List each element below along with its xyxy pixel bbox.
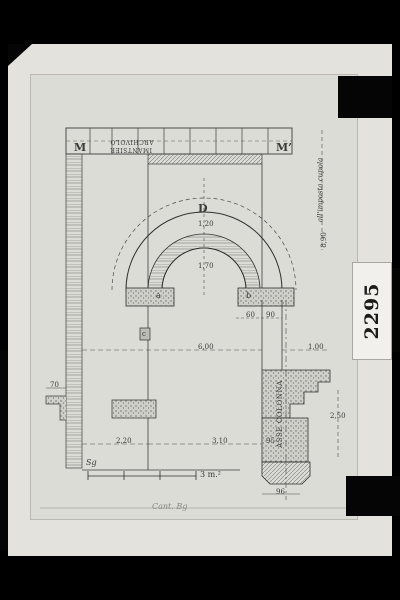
dim-bottom-left: 2,20 bbox=[116, 437, 132, 445]
catalog-number-tag: 2295 bbox=[352, 262, 392, 360]
film-tab-top-right bbox=[338, 76, 392, 118]
pier-label-right: b bbox=[246, 291, 252, 300]
dim-pier-left: 60 bbox=[246, 311, 255, 319]
beam-text-line2: IMANTSIER bbox=[110, 146, 152, 153]
dim-right-offset: 1,00 bbox=[308, 343, 324, 351]
arch-extrados bbox=[125, 211, 283, 291]
left-wall-step bbox=[45, 395, 66, 421]
note-total-height: all'imposta cupola bbox=[316, 157, 325, 223]
arch-extrados-dashed bbox=[111, 197, 297, 291]
left-wall bbox=[65, 153, 83, 469]
dimension-lines bbox=[46, 130, 339, 495]
dim-arch-rise: 1,70 bbox=[198, 262, 214, 270]
dim-left-offset: 70 bbox=[50, 381, 59, 389]
signature: Cant. Bg bbox=[152, 502, 188, 511]
left-mid-block bbox=[111, 399, 157, 419]
small-block bbox=[139, 327, 151, 341]
dim-height-right: 2,50 bbox=[330, 412, 346, 420]
pier-label-left: a bbox=[156, 291, 161, 300]
scale-bar bbox=[87, 471, 197, 480]
scale-label: 3 m.² bbox=[200, 470, 221, 479]
masonry-label-right: M’ bbox=[276, 141, 293, 154]
pier-left bbox=[125, 287, 175, 307]
cornice-band bbox=[147, 153, 263, 165]
film-tab-bottom-right bbox=[346, 476, 400, 516]
column-axis-label: ASSE COLONNA bbox=[275, 380, 284, 448]
dim-pier-right: 90 bbox=[266, 311, 275, 319]
dim-total-height: 8,90 bbox=[319, 232, 328, 248]
pier-right bbox=[237, 287, 295, 307]
corner-mark: Sg bbox=[86, 458, 97, 467]
film-tab-left bbox=[0, 350, 8, 550]
dim-bottom-mid: 3,10 bbox=[212, 437, 228, 445]
dim-span: 6,00 bbox=[198, 343, 214, 351]
arch-intrados bbox=[161, 247, 247, 291]
small-mark-label: c bbox=[142, 330, 146, 338]
dim-base-small: 95 bbox=[266, 437, 275, 445]
catalog-number: 2295 bbox=[361, 282, 383, 340]
right-column-profile bbox=[261, 300, 283, 370]
beam-text-line1: ARCHIVOLO bbox=[110, 138, 154, 145]
dim-arch-ring: 1,20 bbox=[198, 220, 214, 228]
masonry-label-left: M bbox=[74, 141, 87, 154]
right-capital bbox=[261, 369, 331, 419]
arch-label: D bbox=[198, 202, 208, 215]
dim-base-width: 96 bbox=[276, 488, 285, 496]
